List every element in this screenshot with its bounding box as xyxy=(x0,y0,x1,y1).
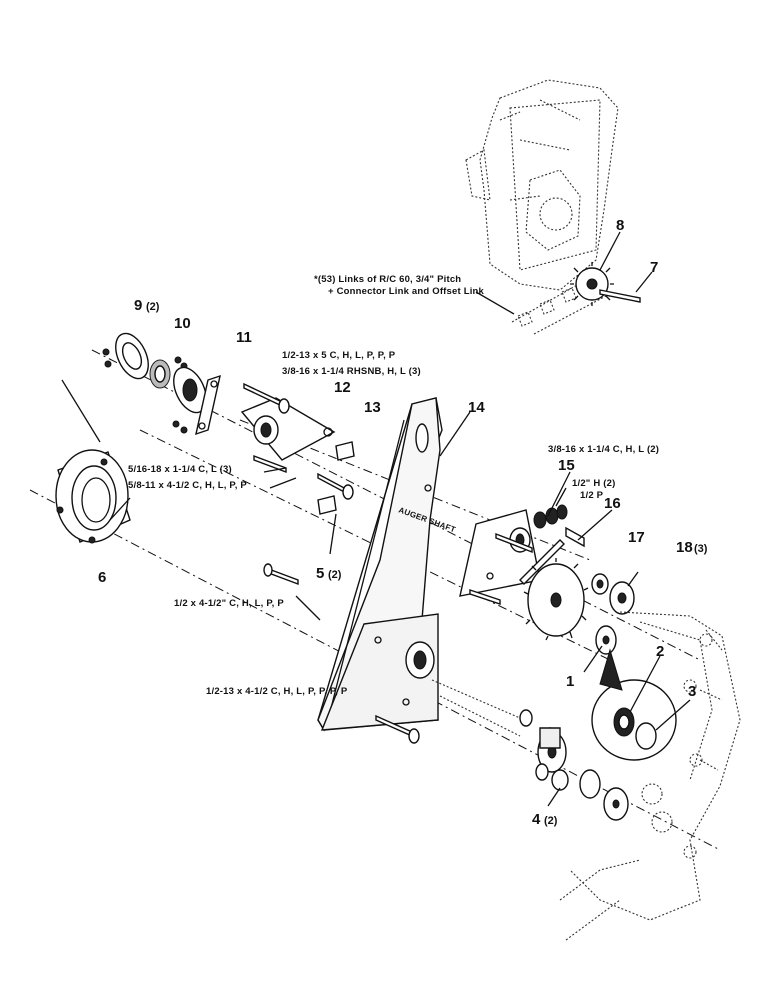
bolt-set-right xyxy=(469,504,585,605)
long-shaft-bolt xyxy=(519,539,565,585)
callout-11: 11 xyxy=(236,329,252,346)
main-side-panel xyxy=(317,397,443,732)
callout-13: 13 xyxy=(364,399,381,416)
bearing-mount-plate xyxy=(240,397,336,461)
callout-4-qty: (2) xyxy=(544,815,558,827)
callout-14: 14 xyxy=(468,399,485,416)
idler-sprocket-upper xyxy=(609,581,635,615)
callout-2: 2 xyxy=(656,643,664,660)
bolt-set-lower xyxy=(263,563,420,744)
spacer-collar xyxy=(591,573,609,595)
callout-4: 4 xyxy=(532,811,541,828)
shaft-key xyxy=(599,289,641,303)
flange-housing xyxy=(55,449,131,544)
right-bearing-plate xyxy=(459,509,541,597)
callout-10: 10 xyxy=(174,315,191,332)
bolt-set-upper xyxy=(243,382,354,500)
callout-16: 16 xyxy=(604,495,621,512)
large-sprocket xyxy=(523,558,589,641)
bolt-spec-d: 5/8-11 x 4-1/2 C, H, L, P, P xyxy=(128,480,247,491)
bolt-spec-g: 3/8-16 x 1-1/4 C, H, L (2) xyxy=(548,444,659,455)
bearing-insert xyxy=(149,356,188,389)
callout-5: 5 xyxy=(316,565,324,582)
bolt-spec-a: 1/2-13 x 5 C, H, L, P, P, P xyxy=(282,350,396,361)
callout-7: 7 xyxy=(650,259,658,276)
nut-clip xyxy=(317,441,355,515)
callout-3: 3 xyxy=(688,683,696,700)
nut-spec-p: 1/2 P xyxy=(580,490,604,501)
callout-6: 6 xyxy=(98,569,106,586)
callout-17: 17 xyxy=(628,529,645,546)
callout-15: 15 xyxy=(558,457,575,474)
bearing-flange-upper xyxy=(102,332,149,380)
sprocket-upper xyxy=(570,262,614,306)
callout-12: 12 xyxy=(334,379,351,396)
chain-spec-line2: + Connector Link and Offset Link xyxy=(328,286,485,297)
callout-9: 9 xyxy=(134,297,142,314)
bolt-spec-e: 1/2 x 4-1/2" C, H, L, P, P xyxy=(174,598,284,609)
nut-spec-h: 1/2" H (2) xyxy=(572,478,615,489)
bearing-flange-lower xyxy=(172,366,207,434)
bolt-spec-f: 1/2-13 x 4-1/2 C, H, L, P, P, P, P xyxy=(206,686,348,697)
lower-bushings xyxy=(519,709,629,821)
callout-1: 1 xyxy=(566,673,574,690)
gearbox-housing xyxy=(465,79,619,291)
strap-plate xyxy=(195,374,221,436)
callout-9-qty: (2) xyxy=(146,301,160,313)
detail-inset xyxy=(591,648,691,761)
callout-8: 8 xyxy=(616,217,624,234)
callout-18-qty: (3) xyxy=(694,543,708,555)
frame-chain-right xyxy=(569,611,741,921)
callout-18: 18 xyxy=(676,539,693,556)
bolt-spec-b: 3/8-16 x 1-1/4 RHSNB, H, L (3) xyxy=(282,366,421,377)
auger-chain-lower xyxy=(431,679,641,941)
callout-5-qty: (2) xyxy=(328,569,342,581)
bolt-spec-c: 5/16-18 x 1-1/4 C, L (3) xyxy=(128,464,232,475)
chain-spec-line1: *(53) Links of R/C 60, 3/4" Pitch xyxy=(314,274,461,285)
